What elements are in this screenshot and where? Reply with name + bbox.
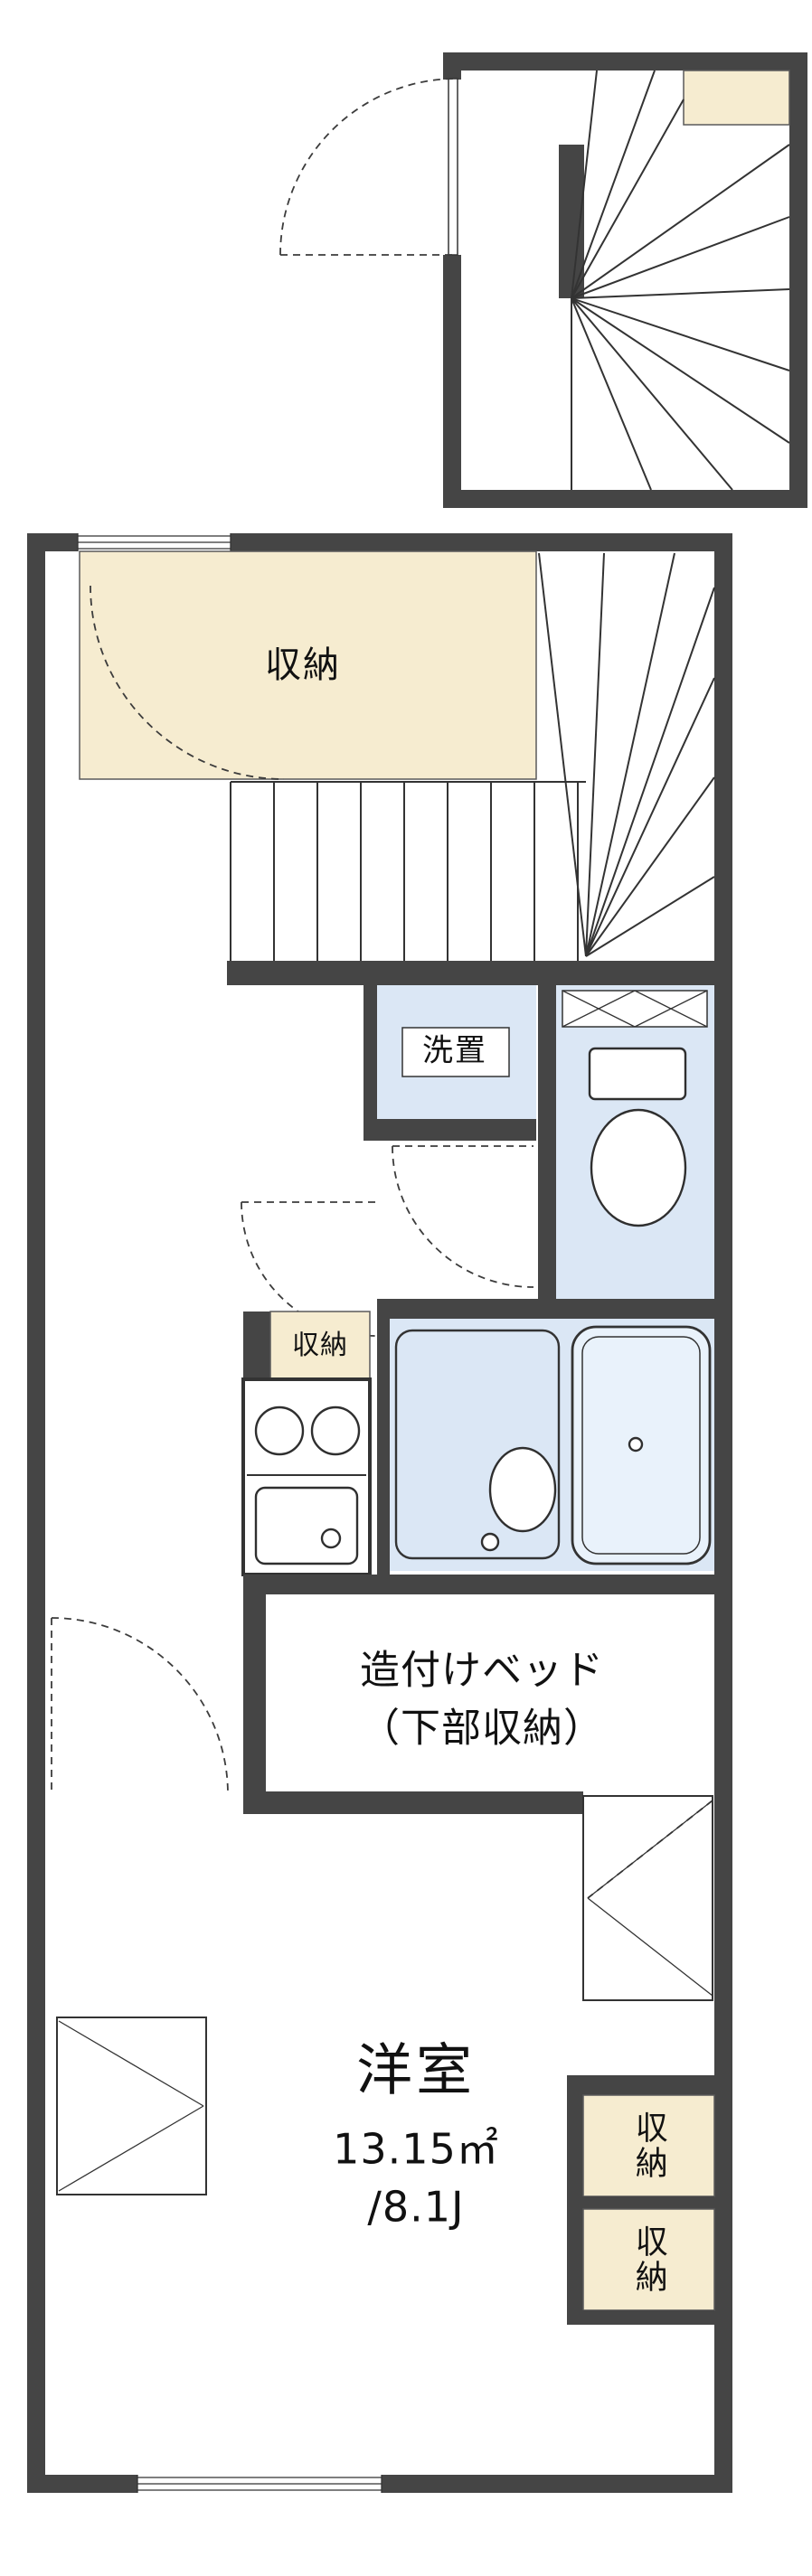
wall <box>382 2475 732 2493</box>
desk-icon <box>56 2017 207 2195</box>
winding-stairs-icon <box>571 70 790 491</box>
sink-icon <box>254 1486 359 1565</box>
room-name-label: 洋室 <box>355 2036 477 2103</box>
kitchen-icon <box>241 1377 372 1576</box>
bath-washing-area-icon <box>394 1329 561 1560</box>
closet-mid <box>269 1311 371 1380</box>
wall <box>443 255 461 490</box>
wall <box>443 52 807 71</box>
room-area-jo-label: /8.1J <box>367 2182 465 2232</box>
bathtub-icon <box>571 1325 712 1565</box>
winding-stairs-2f-icon <box>538 552 715 957</box>
stove-burner-icon <box>254 1406 305 1456</box>
wall <box>377 1319 390 1593</box>
wall <box>231 533 732 551</box>
bed-label-line2: （下部収納） <box>360 1705 604 1752</box>
wall <box>227 961 714 985</box>
wall <box>714 533 732 2493</box>
unit-2f-main <box>27 533 732 2493</box>
wall <box>443 71 461 80</box>
wall <box>789 52 807 508</box>
sloped-ceiling-icon <box>582 1795 713 2001</box>
stove-burner-icon <box>310 1406 361 1456</box>
wall <box>364 1119 536 1141</box>
wall <box>538 985 556 1319</box>
washroom-door-swing-icon <box>392 1145 534 1288</box>
wall <box>243 1575 266 1814</box>
wall <box>243 1312 270 1379</box>
wall <box>27 2475 137 2493</box>
closet-top-room <box>79 550 537 780</box>
bed-label-line1: 造付けベッド <box>360 1647 604 1694</box>
closet-right-upper-label: 収納 <box>629 2111 667 2181</box>
entrance-door-leaf <box>448 78 458 256</box>
wall <box>27 533 45 2493</box>
laundry-label-box <box>401 1027 510 1077</box>
wall <box>567 2310 714 2325</box>
wall <box>377 1299 714 1319</box>
closet-right-lower-label: 収納 <box>629 2224 667 2295</box>
room-area-m2-label: 13.15㎡ <box>333 2124 499 2174</box>
wall <box>567 2075 714 2095</box>
closet-mid-label: 収納 <box>292 1329 348 1361</box>
wall <box>567 2196 714 2209</box>
entrance-door-swing-icon <box>279 78 458 256</box>
unit-1f-stairwell <box>279 52 807 508</box>
overhead-shelf-icon <box>562 990 708 1028</box>
closet-top-label: 収納 <box>265 644 341 686</box>
wall <box>364 985 377 1141</box>
wall <box>243 1575 714 1594</box>
closet-top-door-swing-icon <box>90 585 285 780</box>
room-door-swing-icon <box>51 1617 229 1795</box>
entry-step <box>683 70 790 126</box>
closet-right-lower <box>582 2208 715 2311</box>
wall <box>243 1791 583 1814</box>
sink-drain-icon <box>320 1528 342 1549</box>
window-bottom-icon <box>137 2475 382 2493</box>
straight-stairs-icon <box>230 781 586 961</box>
window-top-icon <box>77 533 231 551</box>
wall <box>443 490 807 508</box>
toilet-icon <box>588 1047 687 1227</box>
laundry-label: 洗置 <box>422 1032 487 1069</box>
